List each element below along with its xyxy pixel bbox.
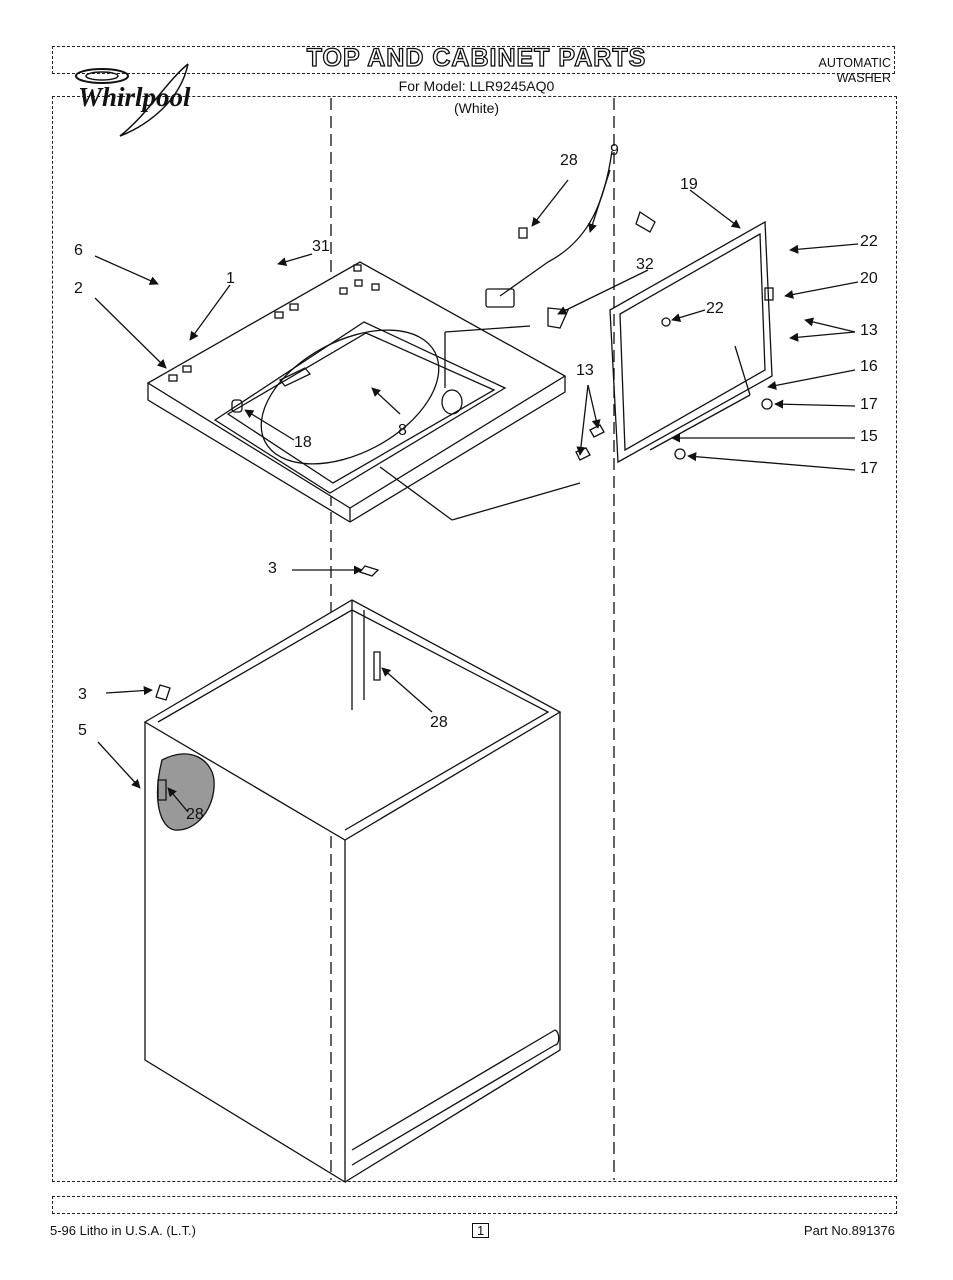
callout-label: 16	[860, 358, 878, 375]
page-title: TOP AND CABINET PARTS	[306, 43, 647, 72]
callout-label: 3	[268, 560, 277, 577]
model-line: For Model: LLR9245AQ0	[398, 78, 555, 94]
header-frame	[52, 46, 895, 74]
callout-label: 1	[226, 270, 235, 287]
callout-label: 5	[78, 722, 87, 739]
callout-label: 17	[860, 396, 878, 413]
brand-name: Whirlpool	[78, 82, 191, 112]
whirlpool-swirl-icon	[75, 63, 189, 137]
callout-label: 8	[398, 422, 407, 439]
callout-label: 15	[860, 428, 878, 445]
callout-label: 17	[860, 460, 878, 477]
callout-label: 18	[294, 434, 312, 451]
callout-label: 31	[312, 238, 330, 255]
callout-label: 13	[576, 362, 594, 379]
callout-label: 22	[860, 233, 878, 250]
callout-label: 13	[860, 322, 878, 339]
page-number: 1	[472, 1223, 490, 1238]
callout-leaders	[94, 169, 859, 813]
callout-label: 28	[560, 152, 578, 169]
callout-label: 3	[78, 686, 87, 703]
diagram-frame	[52, 96, 897, 1182]
callout-label: 22	[706, 300, 724, 317]
product-type-line1: AUTOMATIC	[818, 56, 891, 70]
whirlpool-logo	[70, 62, 230, 142]
lid-switch-assembly	[379, 150, 656, 521]
callout-label: 28	[430, 714, 448, 731]
callout-label: 32	[636, 256, 654, 273]
product-type-line2: WASHER	[836, 71, 891, 85]
callout-label: 2	[74, 280, 83, 297]
washer-cabinet	[143, 565, 562, 1184]
callout-label: 9	[610, 142, 619, 159]
callout-label: 28	[186, 806, 204, 823]
callout-label: 6	[74, 242, 83, 259]
washer-top-panel	[146, 261, 567, 523]
callout-label: 20	[860, 270, 878, 287]
print-info: 5-96 Litho in U.S.A. (L.T.)	[50, 1223, 196, 1238]
lid-frame	[575, 220, 774, 464]
color-line: (White)	[453, 100, 500, 116]
footer-frame	[52, 1196, 897, 1214]
callout-label: 19	[680, 176, 698, 193]
part-number: Part No.891376	[803, 1223, 895, 1238]
